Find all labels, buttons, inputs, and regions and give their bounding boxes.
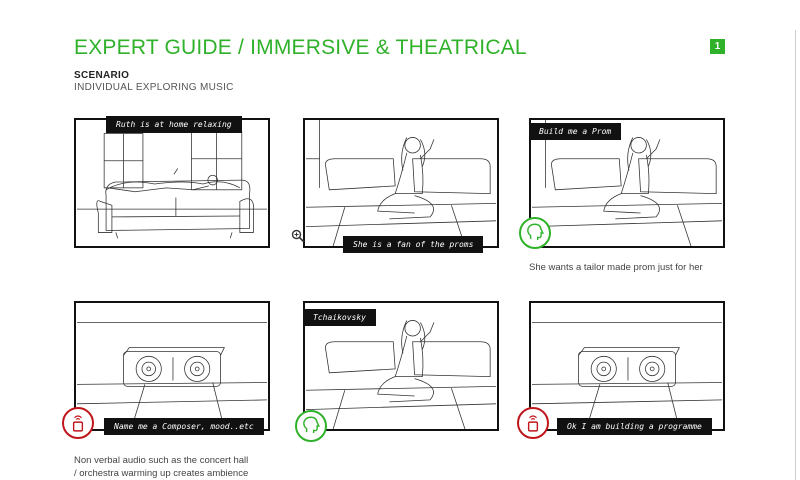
panel-4-caption: Name me a Composer, mood..etc bbox=[104, 418, 264, 435]
panel-4-speaker-badge bbox=[62, 407, 94, 439]
panel-3-caption: Build me a Prom bbox=[529, 123, 622, 140]
page-title: EXPERT GUIDE / IMMERSIVE & THEATRICAL bbox=[74, 36, 527, 59]
panel-4-note-line-2: / orchestra warming up creates ambience bbox=[74, 468, 249, 479]
sketch-smart-speaker-on-floor bbox=[532, 321, 722, 429]
panel-2-caption: She is a fan of the proms bbox=[343, 236, 484, 253]
storyboard-panel-3: Build me a Prom bbox=[519, 118, 725, 249]
sketch-woman-sitting-on-floor bbox=[306, 120, 496, 246]
zoom-in-icon[interactable] bbox=[291, 229, 305, 243]
storyboard-panel-5: Tchaikovsky bbox=[295, 301, 499, 442]
scenario-label: SCENARIO bbox=[74, 70, 130, 81]
panel-5-caption: Tchaikovsky bbox=[303, 309, 376, 326]
scenario-subtitle: INDIVIDUAL EXPLORING MUSIC bbox=[74, 82, 234, 93]
sketch-woman-sitting-on-floor bbox=[532, 120, 722, 246]
sketch-woman-lying-on-sofa bbox=[77, 131, 267, 239]
storyboard-panel-6: Ok I am building a programme bbox=[517, 301, 725, 439]
panel-1-caption: Ruth is at home relaxing bbox=[106, 116, 242, 133]
voice-head-icon bbox=[303, 416, 321, 433]
sketch-woman-sitting-on-floor bbox=[306, 320, 496, 429]
panel-3-voice-badge bbox=[519, 217, 551, 249]
panel-3-note: She wants a tailor made prom just for he… bbox=[529, 262, 703, 273]
panel-6-caption: Ok I am building a programme bbox=[557, 418, 712, 435]
panel-5-voice-badge bbox=[295, 410, 327, 442]
page-number-badge: 1 bbox=[710, 39, 725, 54]
smart-speaker-icon bbox=[527, 415, 539, 432]
storyboard-panel-1: Ruth is at home relaxing bbox=[74, 116, 270, 248]
panel-4-note-line-1: Non verbal audio such as the concert hal… bbox=[74, 455, 249, 466]
storyboard-panel-4: Name me a Composer, mood..etc bbox=[62, 301, 270, 439]
smart-speaker-icon bbox=[72, 415, 84, 432]
panel-6-speaker-badge bbox=[517, 407, 549, 439]
sketch-smart-speaker-on-floor bbox=[77, 321, 267, 429]
storyboard-panel-2: She is a fan of the proms bbox=[303, 118, 499, 253]
voice-head-icon bbox=[527, 223, 545, 240]
page-edge-rule bbox=[795, 30, 796, 480]
